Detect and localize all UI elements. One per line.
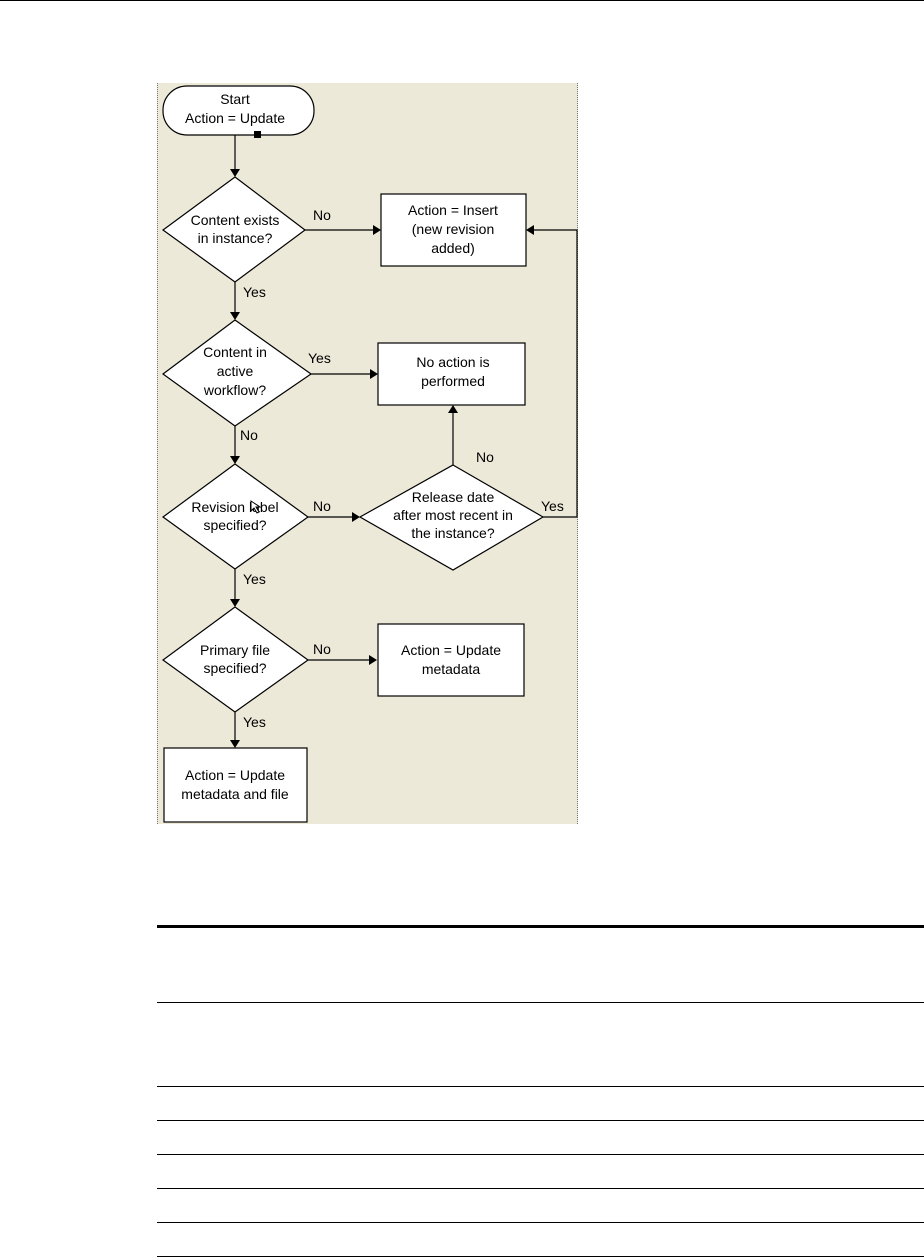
process-box-shape bbox=[377, 342, 526, 406]
node-label-line: the instance? bbox=[411, 525, 494, 541]
arrowhead bbox=[526, 225, 534, 235]
table-row-rule bbox=[157, 1086, 924, 1087]
decision-diamond-shape bbox=[161, 319, 313, 427]
table-row-rule bbox=[157, 1222, 924, 1223]
node-active-workflow: Content in active workflow? bbox=[161, 319, 313, 427]
decision-diamond-shape bbox=[358, 464, 545, 571]
node-label-line: (new revision bbox=[412, 221, 494, 237]
arrowhead bbox=[230, 740, 240, 748]
flowchart-edge-labels: No Yes Yes No No No Yes Yes No Yes bbox=[240, 207, 564, 730]
process-box-shape bbox=[377, 623, 525, 697]
node-label-line: added) bbox=[431, 240, 475, 256]
edge-label: Yes bbox=[541, 498, 564, 514]
arrowhead bbox=[230, 312, 240, 320]
node-label-line: Content exists bbox=[191, 212, 280, 228]
table-row-rule bbox=[157, 1188, 924, 1189]
process-box-shape bbox=[380, 193, 527, 267]
node-label-line: metadata and file bbox=[181, 786, 289, 802]
node-label-line: performed bbox=[421, 373, 485, 389]
node-label-line: in instance? bbox=[198, 230, 273, 246]
node-content-exists: Content exists in instance? bbox=[161, 176, 307, 283]
node-primary-file: Primary file specified? bbox=[161, 606, 310, 713]
node-revision-label: Revision label specified? bbox=[161, 463, 310, 570]
arrowhead bbox=[230, 169, 240, 177]
node-label-line: Action = Update bbox=[185, 110, 285, 126]
node-label-line: Content in bbox=[203, 344, 267, 360]
arrowhead bbox=[352, 512, 360, 522]
table-row-rule bbox=[157, 1154, 924, 1155]
edge-label: Yes bbox=[243, 571, 266, 587]
node-update-metadata-file: Action = Update metadata and file bbox=[163, 747, 308, 823]
edge-label: No bbox=[476, 449, 494, 465]
edge-label: Yes bbox=[243, 284, 266, 300]
edge-label: No bbox=[313, 641, 331, 657]
node-label-line: metadata bbox=[422, 661, 481, 677]
node-label-line: Action = Update bbox=[185, 767, 285, 783]
node-label-line: active bbox=[217, 363, 254, 379]
node-label-line: Release date bbox=[412, 489, 495, 505]
table-header-rule bbox=[157, 1002, 924, 1003]
node-release-date: Release date after most recent in the in… bbox=[358, 464, 545, 571]
node-no-action: No action is performed bbox=[377, 342, 526, 406]
node-label-line: specified? bbox=[203, 660, 266, 676]
node-label-line: Action = Update bbox=[401, 642, 501, 658]
edge-label: No bbox=[313, 207, 331, 223]
node-label-line: specified? bbox=[203, 517, 266, 533]
edge-label: No bbox=[313, 498, 331, 514]
table-top-rule bbox=[157, 925, 924, 928]
edge-release-date-yes bbox=[530, 229, 578, 518]
node-label-line: No action is bbox=[416, 354, 489, 370]
decision-diamond-shape bbox=[161, 606, 310, 713]
decision-diamond-shape bbox=[161, 176, 307, 283]
mouse-pointer-icon bbox=[250, 500, 262, 514]
decision-diamond-shape bbox=[161, 463, 310, 570]
node-label-line: workflow? bbox=[203, 382, 266, 398]
arrowhead bbox=[230, 599, 240, 607]
node-label-line: after most recent in bbox=[393, 507, 513, 523]
flowchart: Start Action = Update Content exists in … bbox=[161, 85, 578, 823]
arrowhead bbox=[448, 405, 458, 413]
arrowhead bbox=[230, 456, 240, 464]
node-label-line: Revision label bbox=[191, 499, 278, 515]
arrowhead bbox=[370, 369, 378, 379]
node-label-line: Primary file bbox=[200, 642, 270, 658]
edge-label: Yes bbox=[308, 350, 331, 366]
table-row-rule bbox=[157, 1120, 924, 1121]
flowchart-edges bbox=[230, 135, 578, 748]
node-label-line: Start bbox=[220, 91, 250, 107]
node-label-line: Action = Insert bbox=[408, 202, 498, 218]
edge-label: No bbox=[240, 427, 258, 443]
start-terminator-shape bbox=[162, 85, 315, 136]
arrowhead bbox=[373, 225, 381, 235]
node-update-metadata: Action = Update metadata bbox=[377, 623, 525, 697]
process-box-shape bbox=[163, 747, 308, 823]
selection-handle-icon bbox=[254, 131, 261, 138]
edge-label: Yes bbox=[243, 714, 266, 730]
node-insert: Action = Insert (new revision added) bbox=[380, 193, 527, 267]
node-start: Start Action = Update bbox=[162, 85, 315, 138]
arrowhead bbox=[369, 655, 377, 665]
flowchart-panel: Start Action = Update Content exists in … bbox=[157, 83, 578, 824]
page-top-rule bbox=[0, 0, 924, 1]
